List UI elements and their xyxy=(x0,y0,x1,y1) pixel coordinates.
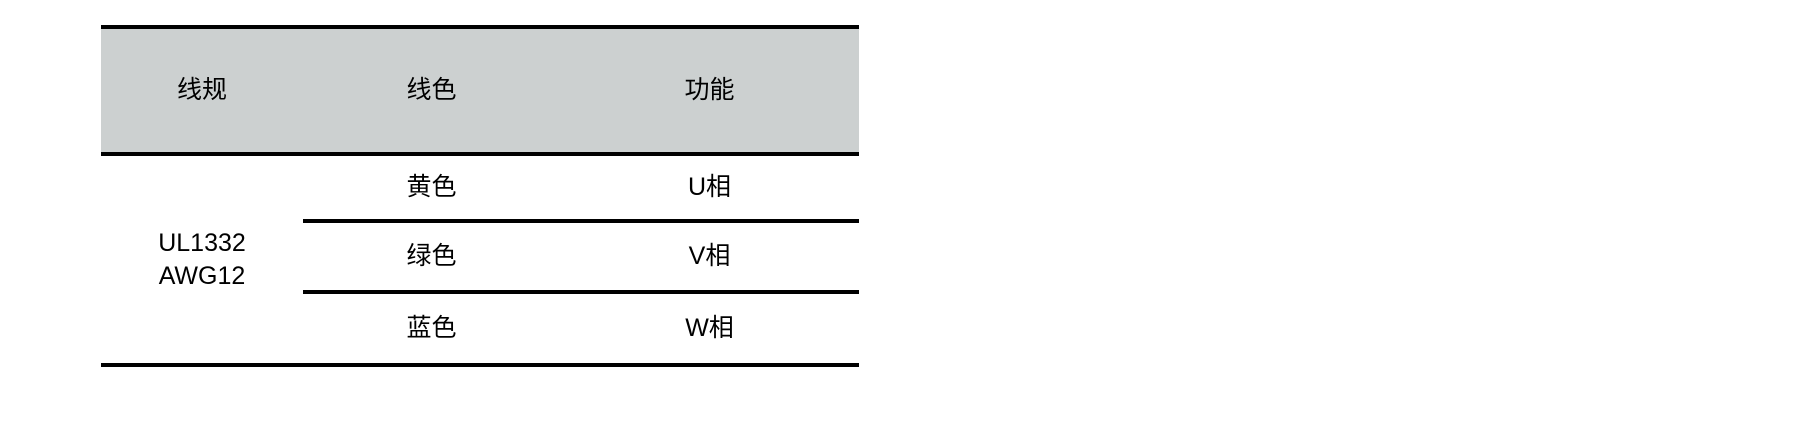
column-header-color: 线色 xyxy=(303,25,560,156)
table-row: 蓝色 W相 xyxy=(101,292,859,367)
gauge-line-1: UL1332 xyxy=(158,228,246,257)
table-row: 绿色 V相 xyxy=(101,221,859,294)
column-header-function: 功能 xyxy=(560,25,859,156)
cell-function-2: V相 xyxy=(560,221,859,294)
cell-function-1: U相 xyxy=(560,154,859,223)
table-header-row: 线规 线色 功能 xyxy=(101,25,859,156)
cell-color-2: 绿色 xyxy=(303,221,560,294)
table-header: 线规 线色 功能 xyxy=(101,25,859,156)
gauge-line-2: AWG12 xyxy=(158,261,246,290)
cell-color-1: 黄色 xyxy=(303,154,560,223)
column-header-gauge: 线规 xyxy=(101,25,303,156)
cell-function-3: W相 xyxy=(560,292,859,367)
cell-color-3: 蓝色 xyxy=(303,292,560,367)
